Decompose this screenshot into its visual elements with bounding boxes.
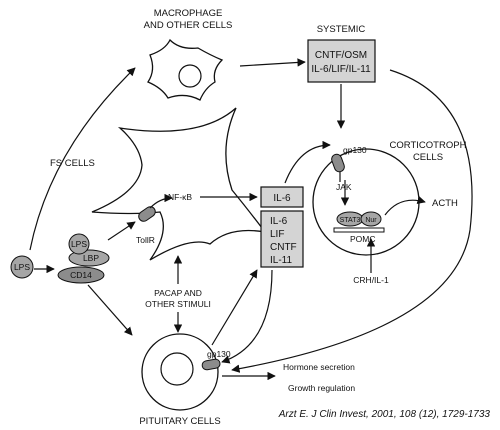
arrow-complex-to-tollr <box>107 221 136 241</box>
macrophage-cell <box>147 38 224 101</box>
pituitary-nucleus <box>160 352 194 386</box>
fs-cells-label: FS CELLS <box>50 158 95 169</box>
arrow-macrophage-to-systemic <box>239 58 306 67</box>
systemic-box-line2: IL-6/LIF/IL-11 <box>311 64 371 75</box>
arrow-tollr-to-nfkb <box>149 193 173 209</box>
growth-regulation-label: Growth regulation <box>288 383 355 393</box>
arrow-lps-to-macrophage <box>29 67 136 251</box>
gp130-corticotroph-receptor-icon <box>331 153 345 173</box>
gp130-pituitary-receptor-icon <box>201 358 221 371</box>
cd14-shape <box>57 266 105 284</box>
arrow-il6-to-gp130 <box>284 140 331 184</box>
arrows <box>29 58 473 381</box>
citation-text: Arzt E. J Clin Invest, 2001, 108 (12), 1… <box>278 409 491 420</box>
systemic-cytokine-box <box>307 39 376 83</box>
stat3-nur-complex: STAT3 Nur <box>336 211 382 227</box>
lps-free-label: LPS <box>14 262 30 272</box>
cytokine-item-2: CNTF <box>270 242 297 253</box>
il6-box <box>260 186 304 208</box>
lps-bound-label: LPS <box>71 239 87 249</box>
pomc-gene-bar <box>333 227 385 233</box>
nur-label: Nur <box>365 217 377 224</box>
arrow-complex-to-pituitary <box>87 284 133 336</box>
arrow-pituitary-to-cytokines <box>211 269 258 346</box>
systemic-label: SYSTEMIC <box>317 24 366 35</box>
gp130-pituitary-label: gp130 <box>207 349 231 359</box>
arrow-systemic-to-pituitary <box>231 69 473 373</box>
tollr-label: TollR <box>136 235 155 245</box>
acth-label: ACTH <box>432 198 458 209</box>
pituitary-cells-label: PITUITARY CELLS <box>139 416 220 427</box>
stat3-label: STAT3 <box>340 217 361 224</box>
macrophage-label-line2: AND OTHER CELLS <box>144 20 233 31</box>
nur-shape <box>360 211 382 227</box>
lps-free-molecule: LPS <box>10 255 34 279</box>
nfkb-label: NF-κB <box>168 192 192 202</box>
arrow-cytokines-to-gp130 <box>221 269 273 364</box>
pacap-label-line2: OTHER STIMULI <box>145 299 211 309</box>
corticotroph-label-line1: CORTICOTROPH <box>390 140 467 151</box>
fs-cell <box>91 107 267 261</box>
lbp-label: LBP <box>83 253 99 263</box>
hormone-secretion-label: Hormone secretion <box>283 362 355 372</box>
arrow-to-acth <box>384 195 426 216</box>
macrophage-label-line1: MACROPHAGE <box>154 8 223 19</box>
lps-bound-shape <box>68 233 90 255</box>
cytokine-item-3: IL-11 <box>270 255 292 266</box>
pomc-label: POMC <box>350 234 376 244</box>
gp130-corticotroph-label: gp130 <box>343 145 367 155</box>
cytokine-item-1: LIF <box>270 229 284 240</box>
crh-il1-label: CRH/IL-1 <box>353 275 389 285</box>
il6-box-label: IL-6 <box>273 193 291 204</box>
cytokine-item-0: IL-6 <box>270 216 288 227</box>
corticotroph-label-line2: CELLS <box>413 152 443 163</box>
systemic-box-line1: CNTF/OSM <box>315 50 367 61</box>
jak-label: JAK <box>336 182 352 192</box>
toll-receptor-icon <box>138 206 156 222</box>
cd14-label: CD14 <box>70 270 92 280</box>
lps-lbp-cd14-complex: LPS LBP CD14 <box>57 233 110 284</box>
pacap-label-line1: PACAP AND <box>154 288 202 298</box>
cytokine-box <box>260 210 304 268</box>
